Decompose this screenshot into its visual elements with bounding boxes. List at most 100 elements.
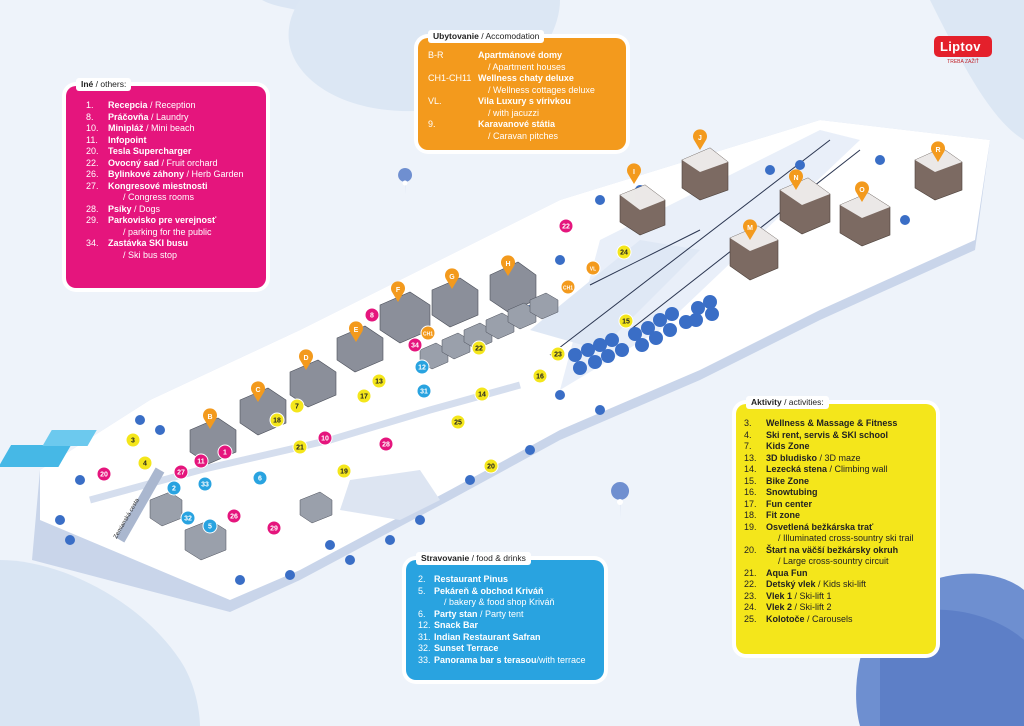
map-pin-label: 32 <box>184 516 192 523</box>
legend-item-name: Ovocný sad <box>108 157 160 168</box>
legend-item-name: Štart na väčší bežkársky okruh <box>766 544 899 555</box>
legend-item-name: Restaurant Pinus <box>434 574 509 584</box>
legend-item-translation: / Ski-lift 1 <box>792 590 832 601</box>
house-marker-pin <box>203 408 217 429</box>
house-marker-label: F <box>396 287 401 294</box>
house-marker: F <box>391 281 406 302</box>
road <box>340 470 440 520</box>
map-pin-label: 1 <box>223 450 227 457</box>
legend-item-number: 13. <box>744 452 757 463</box>
legend-item-text: Restaurant Pinus <box>434 574 508 586</box>
map-pin-pink: 10 <box>317 430 333 446</box>
legend-item-text: Vlek 1 / Ski-lift 1 <box>766 591 832 603</box>
ski-slope <box>530 240 700 350</box>
house-marker: C <box>251 381 265 402</box>
pool <box>42 430 97 446</box>
legend-item-text: Tesla Supercharger <box>108 146 191 158</box>
pool <box>0 445 72 467</box>
legend-item: VL. Vila Luxury s vírivkou <box>428 96 626 108</box>
legend-item-text: Infopoint <box>108 135 146 147</box>
map-pin-label: 17 <box>360 394 368 401</box>
map-pin-blue: 12 <box>414 359 430 375</box>
map-pin-circle <box>416 383 432 399</box>
legend-item-name: Minipláž <box>108 123 144 134</box>
legend-item: 7.Kids Zone <box>744 441 936 453</box>
legend-item-number: 14. <box>744 464 757 475</box>
apartment-houses <box>149 147 963 561</box>
map-pin-blue: 32 <box>180 510 196 526</box>
forest <box>55 155 910 585</box>
legend-item-translation: / Herb Garden <box>184 169 244 180</box>
legend-item: 28.Psíky / Dogs <box>86 204 266 216</box>
house-marker: H <box>501 255 515 276</box>
map-pin-circle <box>618 313 634 329</box>
map-pin-label: 20 <box>487 464 495 471</box>
house-marker: E <box>349 321 364 342</box>
house-marker-pin <box>855 181 870 202</box>
legend-item-text: Indian Restaurant Safran <box>434 632 541 644</box>
map-pin-yellow: 20 <box>483 458 499 474</box>
legend-item-name: Snack Bar <box>434 620 479 631</box>
legend-item: 34.Zastávka SKI busu <box>86 238 266 250</box>
legend-item-name: Party stan <box>434 608 478 619</box>
map-pin-circle <box>173 464 189 480</box>
legend-food: Stravovanie / food & drinks 2.Restaurant… <box>406 552 604 680</box>
map-pin-circle <box>96 466 112 482</box>
map-pin-circle <box>450 414 466 430</box>
legend-item-text: Aqua Fun <box>766 568 808 580</box>
house-marker: G <box>444 268 460 289</box>
map-pin-circle <box>317 430 333 446</box>
map-pin-pink: 11 <box>193 453 209 469</box>
legend-item-name: Kongresové miestnosti <box>108 180 208 191</box>
legend-item-number: 10. <box>86 123 99 134</box>
map-pin-label: 22 <box>475 346 483 353</box>
legend-item: 25.Kolotoče / Carousels <box>744 614 936 626</box>
legend-item-translation: / Illuminated cross-sountry ski trail <box>778 533 914 544</box>
location-pin-dot <box>402 180 408 186</box>
legend-item-number: 29. <box>86 215 99 226</box>
map-pin-label: 29 <box>270 526 278 533</box>
legend-item: 14.Lezecká stena / Climbing wall <box>744 464 936 476</box>
legend-item-name: Vila Luxury s vírivkou <box>478 96 571 107</box>
legend-item-text: Kongresové miestnosti <box>108 181 208 193</box>
legend-item-text: Minipláž / Mini beach <box>108 123 195 135</box>
map-pin-circle <box>266 520 282 536</box>
map-pins: 1810112022262728293425612313233347131415… <box>96 218 634 536</box>
map-pin-circle <box>407 337 423 353</box>
ski-lift-line <box>589 229 701 286</box>
house-marker-label: I <box>633 169 635 176</box>
map-pin-circle <box>471 340 487 356</box>
legend-item: 3.Wellness & Massage & Fitness <box>744 418 936 430</box>
legend-item-number: 11. <box>86 134 98 145</box>
map-pin-circle <box>356 388 372 404</box>
legend-item-name: Panorama bar s terasou <box>434 654 537 665</box>
legend-item: 1.Recepcia / Reception <box>86 100 266 112</box>
map-pin-yellow: 14 <box>474 386 490 402</box>
map-pin-label: 3 <box>131 438 135 445</box>
map-pin-label: 23 <box>554 352 562 359</box>
legend-item: 11. Infopoint <box>86 135 266 147</box>
legend-item: 29. Parkovisko pre verejnosť <box>86 215 266 227</box>
house-marker-pin <box>444 268 460 289</box>
legend-item-number: 12. <box>418 620 431 631</box>
legend-accommodation-title: Ubytovanie / Accomodation <box>428 30 545 43</box>
map-pin-yellow: 7 <box>289 398 305 414</box>
map-pin-circle <box>474 386 490 402</box>
background-blob <box>930 0 1024 140</box>
map-pin-label: 12 <box>418 365 426 372</box>
legend-item-text: Bylinkové záhony / Herb Garden <box>108 169 244 181</box>
house-marker-pin <box>501 255 515 276</box>
map-pin-circle <box>289 398 305 414</box>
map-pin-circle <box>483 458 499 474</box>
legend-item-text: Party stan / Party tent <box>434 609 524 621</box>
legend-item-text: Parkovisko pre verejnosť <box>108 215 216 227</box>
legend-item-number: 2. <box>418 574 426 584</box>
map-pin-label: 10 <box>321 436 329 443</box>
legend-item-name: Pekáreň & obchod Kriváň <box>434 585 544 596</box>
map-pin-yellow: 4 <box>137 455 153 471</box>
legend-item-number: VL. <box>428 96 442 107</box>
legend-item-text: Karavanové státia <box>478 119 555 131</box>
